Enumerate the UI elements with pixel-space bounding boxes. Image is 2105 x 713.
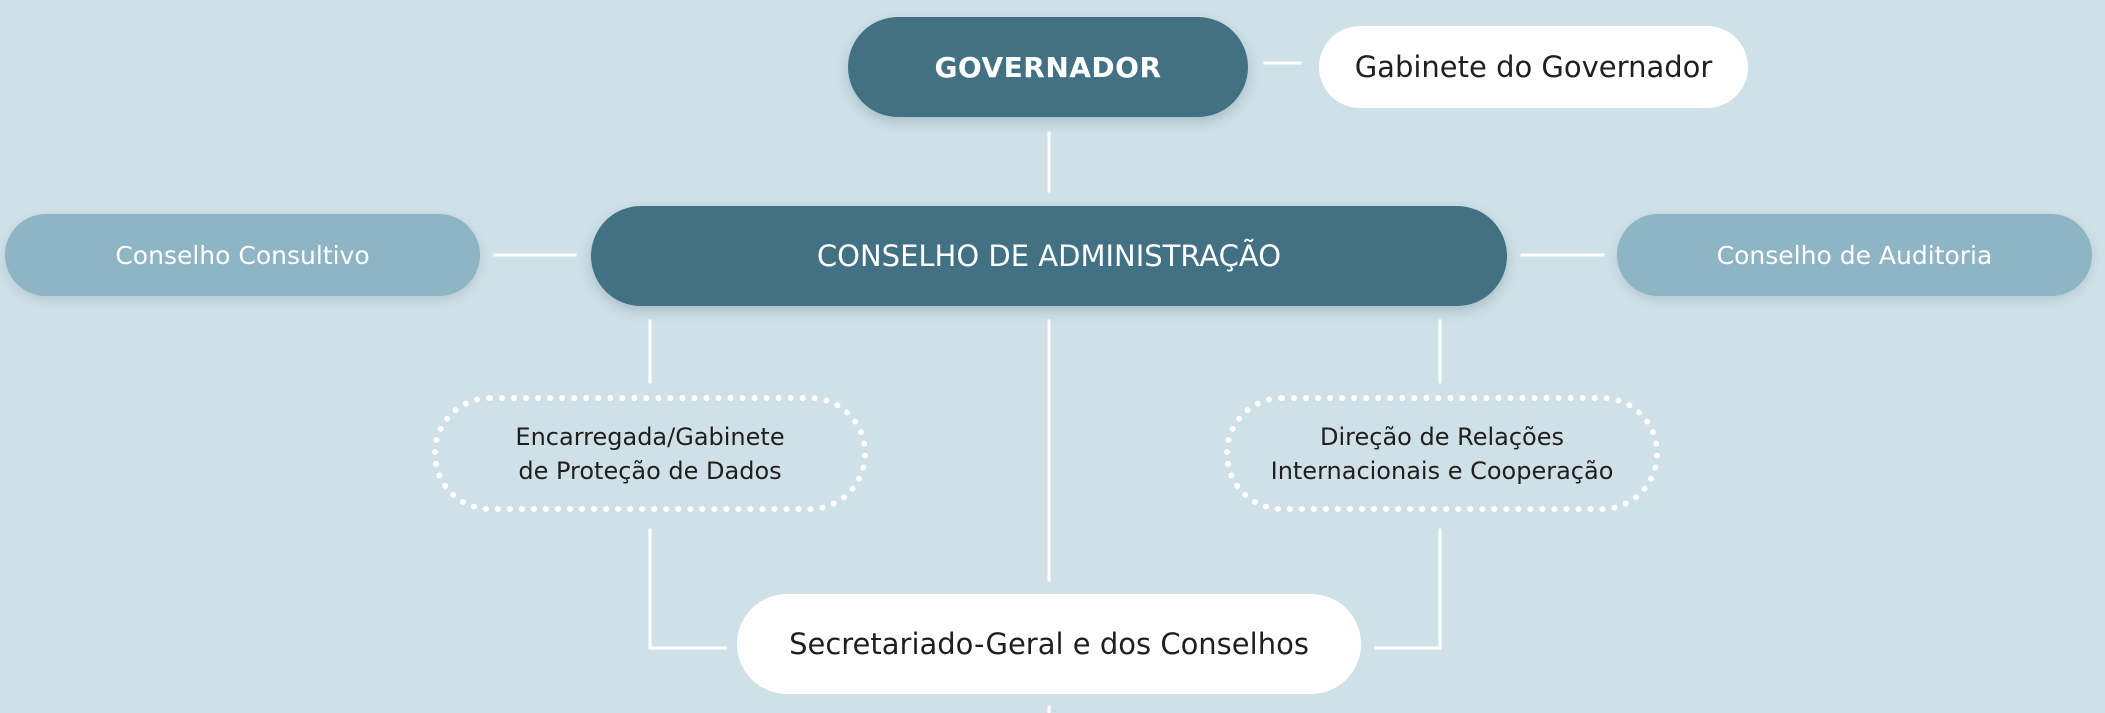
relacoes-internacionais-label-line-1: Direção de Relações — [1320, 422, 1564, 451]
protecao-dados-label-line-1: Encarregada/Gabinete — [515, 422, 785, 451]
secretariado-node: Secretariado-Geral e dos Conselhos — [737, 594, 1361, 694]
protecao-dados-label-line-2: de Proteção de Dados — [518, 456, 782, 485]
conselho-auditoria-node: Conselho de Auditoria — [1617, 214, 2092, 296]
gabinete-governador-node: Gabinete do Governador — [1319, 26, 1748, 108]
conselho-auditoria-label: Conselho de Auditoria — [1716, 240, 1993, 270]
conselho-consultivo-node: Conselho Consultivo — [5, 214, 480, 296]
connector-relacoes-secretariado — [1374, 528, 1442, 650]
governador-node: GOVERNADOR — [848, 17, 1248, 117]
gabinete-governador-label: Gabinete do Governador — [1354, 50, 1713, 84]
relacoes-internacionais-node: Direção de Relações Internacionais e Coo… — [1224, 395, 1660, 512]
relacoes-internacionais-label-line-2: Internacionais e Cooperação — [1270, 456, 1614, 485]
conselho-administracao-node: CONSELHO DE ADMINISTRAÇÃO — [591, 206, 1507, 306]
protecao-dados-node: Encarregada/Gabinete de Proteção de Dado… — [432, 395, 868, 512]
governador-label: GOVERNADOR — [934, 50, 1162, 84]
connector-protecao-secretariado — [648, 528, 727, 650]
conselho-administracao-label: CONSELHO DE ADMINISTRAÇÃO — [816, 239, 1282, 273]
secretariado-label: Secretariado-Geral e dos Conselhos — [789, 627, 1309, 661]
conselho-consultivo-label: Conselho Consultivo — [115, 240, 370, 270]
